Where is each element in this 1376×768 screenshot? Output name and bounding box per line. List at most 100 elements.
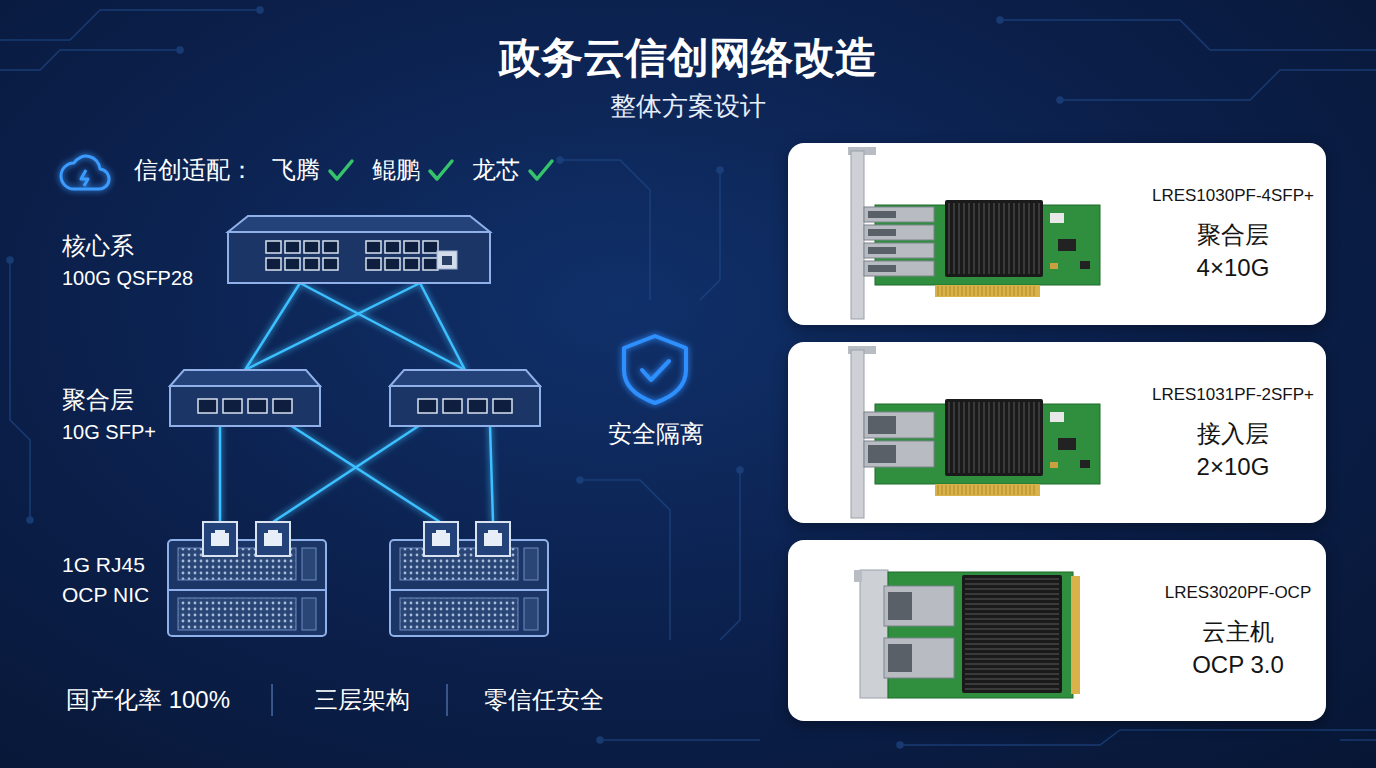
heatsink-fin xyxy=(1003,203,1005,274)
cloud-icon xyxy=(61,156,109,189)
heatsink-fin xyxy=(965,623,1059,625)
finger-line xyxy=(1002,485,1003,495)
switch-top xyxy=(228,216,490,232)
heatsink-fin xyxy=(958,402,960,473)
heatsink-fin xyxy=(1013,402,1015,473)
circuit-dot xyxy=(597,737,603,743)
separators xyxy=(272,684,447,716)
heatsink-fin xyxy=(1003,402,1005,473)
heatsink-fin xyxy=(958,203,960,274)
sfp-port xyxy=(266,258,281,270)
sfp-opening xyxy=(888,592,912,620)
server-vent xyxy=(178,598,296,630)
heatsink-fin xyxy=(1038,203,1040,274)
component xyxy=(1050,263,1058,269)
finger-line xyxy=(946,286,947,296)
finger-line xyxy=(1006,485,1007,495)
circuit-dot xyxy=(7,257,13,263)
heatsink xyxy=(945,399,1043,476)
heatsink-fin xyxy=(965,668,1059,670)
heatsink-fin xyxy=(978,203,980,274)
check-mark xyxy=(330,161,352,179)
heatsink-fin xyxy=(1023,203,1025,274)
network-link xyxy=(420,283,465,370)
heatsink-fin xyxy=(965,598,1059,600)
chip xyxy=(1080,460,1090,468)
finger-line xyxy=(1018,485,1019,495)
finger-line xyxy=(1026,485,1027,495)
layer-name: 核心系 xyxy=(62,232,134,261)
heatsink-fin xyxy=(965,578,1059,580)
circuit-dot xyxy=(717,167,723,173)
finger-line xyxy=(958,485,959,495)
nic-port xyxy=(256,522,290,556)
server-split xyxy=(390,589,548,591)
finger-line xyxy=(1030,286,1031,296)
circuit-dot xyxy=(557,157,563,163)
finger-line xyxy=(1030,485,1031,495)
sfp-cage xyxy=(864,441,934,467)
shield-icon xyxy=(624,336,686,403)
sfp-port xyxy=(323,258,338,270)
finger-line xyxy=(1034,286,1035,296)
server-bezel xyxy=(524,598,538,630)
card-line: OCP 3.0 xyxy=(1165,648,1311,681)
circuit-trace xyxy=(1340,739,1376,741)
finger-line xyxy=(990,286,991,296)
heatsink-fin xyxy=(965,588,1059,590)
card-text: LRES3020PF-OCP云主机OCP 3.0 xyxy=(1165,581,1311,681)
heatsink-fin xyxy=(965,663,1059,665)
nic-port xyxy=(424,522,458,556)
circuit-dot xyxy=(257,7,263,13)
sfp-port xyxy=(285,258,300,270)
network-link xyxy=(300,283,465,370)
server xyxy=(168,522,326,636)
switch-body xyxy=(390,386,540,426)
bracket-screw xyxy=(854,570,862,582)
finger-line xyxy=(962,286,963,296)
sfp-port xyxy=(223,399,242,413)
cloud-outline xyxy=(61,156,109,189)
sfp-opening xyxy=(868,265,896,272)
circuit-dot xyxy=(897,742,903,748)
server-bezel xyxy=(524,548,538,580)
finger-line xyxy=(966,286,967,296)
finger-line xyxy=(1034,485,1035,495)
heatsink-fin xyxy=(1033,402,1035,473)
network-link xyxy=(245,283,420,370)
port-spec: 1G RJ45 xyxy=(62,552,145,577)
circuit-dot xyxy=(997,17,1003,23)
circuit-trace xyxy=(1000,20,1376,50)
port-spec: 10G SFP+ xyxy=(62,420,156,444)
heatsink-fin xyxy=(963,402,965,473)
heatsink-fin xyxy=(978,402,980,473)
gold-fingers xyxy=(935,285,1040,297)
heatsink-fin xyxy=(1013,203,1015,274)
heatsink-fin xyxy=(965,658,1059,660)
finger-line xyxy=(970,485,971,495)
product-card: LRES1031PF-2SFP+接入层2×10G xyxy=(788,342,1326,523)
heatsink-fin xyxy=(993,402,995,473)
server-split xyxy=(168,589,326,591)
rj45-jack xyxy=(264,530,282,546)
heatsink-fin xyxy=(953,402,955,473)
product-card: LRES1030PF-4SFP+聚合层4×10G xyxy=(788,143,1326,325)
nic-card xyxy=(848,346,1100,518)
heatsink-fin xyxy=(998,203,1000,274)
heatsink-fin xyxy=(1008,402,1010,473)
switch-top xyxy=(170,370,320,386)
layer-name: 聚合层 xyxy=(62,386,134,415)
heatsink-fin xyxy=(965,648,1059,650)
sfp-port xyxy=(366,241,381,253)
circuit-trace xyxy=(700,170,720,300)
finger-line xyxy=(954,485,955,495)
circuit-dot xyxy=(177,47,183,53)
sfp-port xyxy=(366,258,381,270)
chip xyxy=(1058,438,1076,450)
aggregation-switch xyxy=(390,370,540,426)
product-card: LRES3020PF-OCP云主机OCP 3.0 xyxy=(788,540,1326,721)
sfp-opening xyxy=(868,247,896,254)
heatsink-fin xyxy=(965,638,1059,640)
cpu-name: 鲲鹏 xyxy=(372,156,420,185)
